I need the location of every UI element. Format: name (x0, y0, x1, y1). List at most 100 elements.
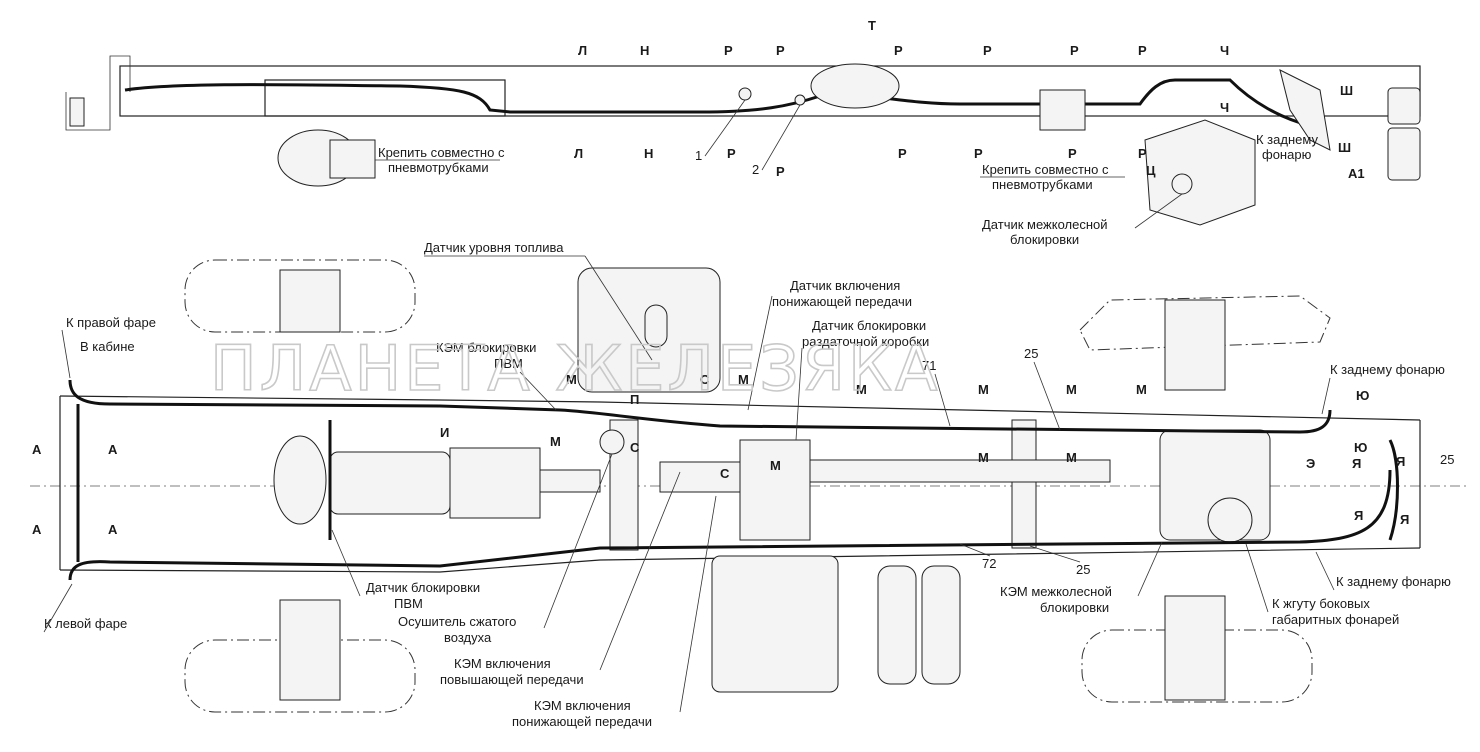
harness-72 (68, 469, 1392, 581)
label-pvm-lock-sensor-line1: Датчик блокировки (366, 580, 480, 595)
section-mark-l-top: Л (578, 43, 587, 58)
label-in-cab: В кабине (80, 339, 135, 354)
air-receiver-1 (877, 565, 917, 685)
gearbox (329, 451, 451, 515)
section-mark-m-1: М (566, 372, 577, 387)
section-mark-m-8: М (770, 458, 781, 473)
propshaft-joint (659, 461, 741, 493)
section-mark-r3-bottom: Р (898, 146, 907, 161)
leader-item-2 (761, 104, 801, 171)
section-mark-m-6: М (1066, 382, 1077, 397)
section-mark-r3-top: Р (894, 43, 903, 58)
rear-lamp-upper (1387, 87, 1421, 125)
section-mark-ya-4: Я (1400, 512, 1409, 527)
label-fasten-left-line1: Крепить совместно с (378, 145, 505, 160)
section-mark-r6-top: Р (1138, 43, 1147, 58)
section-mark-a1: А1 (1348, 166, 1365, 181)
section-mark-ch-bottom: Ч (1220, 100, 1229, 115)
leader-right-headlamp (61, 329, 71, 379)
watermark: ПЛАНЕТА ЖЕЛЕЗЯКА (210, 332, 940, 405)
front-right-hub (279, 269, 341, 333)
label-right-headlamp: К правой фаре (66, 315, 156, 330)
section-mark-r4-top: Р (983, 43, 992, 58)
label-kem-diff-lock-line2: блокировки (1040, 600, 1109, 615)
mid-bracket (1039, 89, 1086, 131)
top-view: Л Н Р Р Т Р Р Р Р Ч Л Н Р Р Р Р Р Р Ч Ш … (65, 18, 1421, 247)
section-mark-e: Э (1306, 456, 1315, 471)
section-mark-s-3: С (720, 466, 730, 481)
leader-rear-lamp-top (1321, 377, 1331, 415)
section-mark-m-3: М (738, 372, 749, 387)
section-mark-a-bottom-right: А (108, 522, 118, 537)
section-mark-r4-bottom: Р (974, 146, 983, 161)
harness-71 (68, 379, 1332, 434)
frame-rail-right (59, 395, 1421, 421)
leader-72 (959, 543, 991, 557)
air-receiver-2 (921, 565, 961, 685)
label-pvm-lock-sensor-line2: ПВМ (394, 596, 423, 611)
label-fuel-level-sensor: Датчик уровня топлива (424, 240, 564, 255)
label-kem-diff-lock-line1: КЭМ межколесной (1000, 584, 1112, 599)
air-dryer-body (599, 429, 625, 455)
item-number-72: 72 (982, 556, 996, 571)
leader-71 (934, 373, 951, 427)
leader-fuel-level-sensor (584, 255, 653, 361)
section-mark-a-top-right: А (108, 442, 118, 457)
section-mark-s-2: С (630, 440, 640, 455)
leader-side-marker-harness (1245, 543, 1269, 613)
label-kem-lowgear-line1: КЭМ включения (534, 698, 631, 713)
section-mark-yu-1: Ю (1356, 388, 1369, 403)
leader-item-1 (704, 99, 746, 157)
fuel-level-sensor-housing (644, 304, 668, 348)
section-mark-r1-top: Р (724, 43, 733, 58)
leader-diff-lock-sensor (1134, 193, 1183, 229)
rear-brake-chamber (1207, 497, 1253, 543)
leader-25-a (1033, 361, 1061, 431)
label-rear-lamp-line2: фонарю (1262, 147, 1312, 162)
engine-flywheel (273, 435, 327, 525)
section-mark-r1-bottom: Р (727, 146, 736, 161)
label-rear-lamp-bottom: К заднему фонарю (1336, 574, 1451, 589)
item-number-25-b: 25 (1076, 562, 1090, 577)
section-mark-n-top: Н (640, 43, 649, 58)
section-mark-i: И (440, 425, 449, 440)
leader-kem-pvm (519, 371, 557, 411)
label-diff-lock-sensor-line1: Датчик межколесной (982, 217, 1108, 232)
front-left-hub (279, 599, 341, 701)
frame-reinforcement (264, 79, 506, 117)
section-mark-a-top-left: А (32, 442, 42, 457)
section-mark-yu-2: Ю (1354, 440, 1367, 455)
section-mark-n-bottom: Н (644, 146, 653, 161)
item-1-marker (738, 87, 752, 101)
label-rear-lamp-line1: К заднему (1256, 132, 1318, 147)
rear-left-hub (1164, 595, 1226, 701)
section-mark-ya-2: Я (1396, 454, 1405, 469)
section-mark-p: П (630, 392, 639, 407)
section-mark-sh-2: Ш (1338, 140, 1351, 155)
section-mark-m-4: М (856, 382, 867, 397)
leader-transfer-lock-sensor (795, 347, 803, 441)
section-mark-l-bottom: Л (574, 146, 583, 161)
label-kem-pvm-line1: КЭМ блокировки (436, 340, 536, 355)
diff-lock-sensor-symbol (1171, 173, 1193, 195)
leader-pvm-lock-sensor (331, 529, 361, 597)
leader-kem-lowgear (679, 495, 717, 713)
section-mark-r5-bottom: Р (1068, 146, 1077, 161)
section-marks-top-row: Л Н Р Р Т Р Р Р Р Ч (578, 18, 1229, 58)
crossmember-2 (1011, 419, 1037, 549)
section-mark-m-2: М (550, 434, 561, 449)
label-side-marker-harness-line2: габаритных фонарей (1272, 612, 1399, 627)
section-mark-m-7: М (1136, 382, 1147, 397)
label-fasten-right-line1: Крепить совместно с (982, 162, 1109, 177)
label-lowgear-sensor-line1: Датчик включения (790, 278, 900, 293)
brake-valve (329, 139, 376, 179)
fuel-filter-loop (810, 63, 900, 109)
section-marks-bottom-row: Л Н Р Р Р Р Р Р Ч (574, 100, 1229, 179)
label-transfer-lock-sensor-line2: раздаточной коробки (802, 334, 929, 349)
label-kem-highgear-line1: КЭМ включения (454, 656, 551, 671)
front-bracket-plate (69, 97, 85, 127)
section-mark-r5-top: Р (1070, 43, 1079, 58)
leader-air-dryer (543, 453, 613, 629)
section-mark-r6-bottom: Р (1138, 146, 1147, 161)
